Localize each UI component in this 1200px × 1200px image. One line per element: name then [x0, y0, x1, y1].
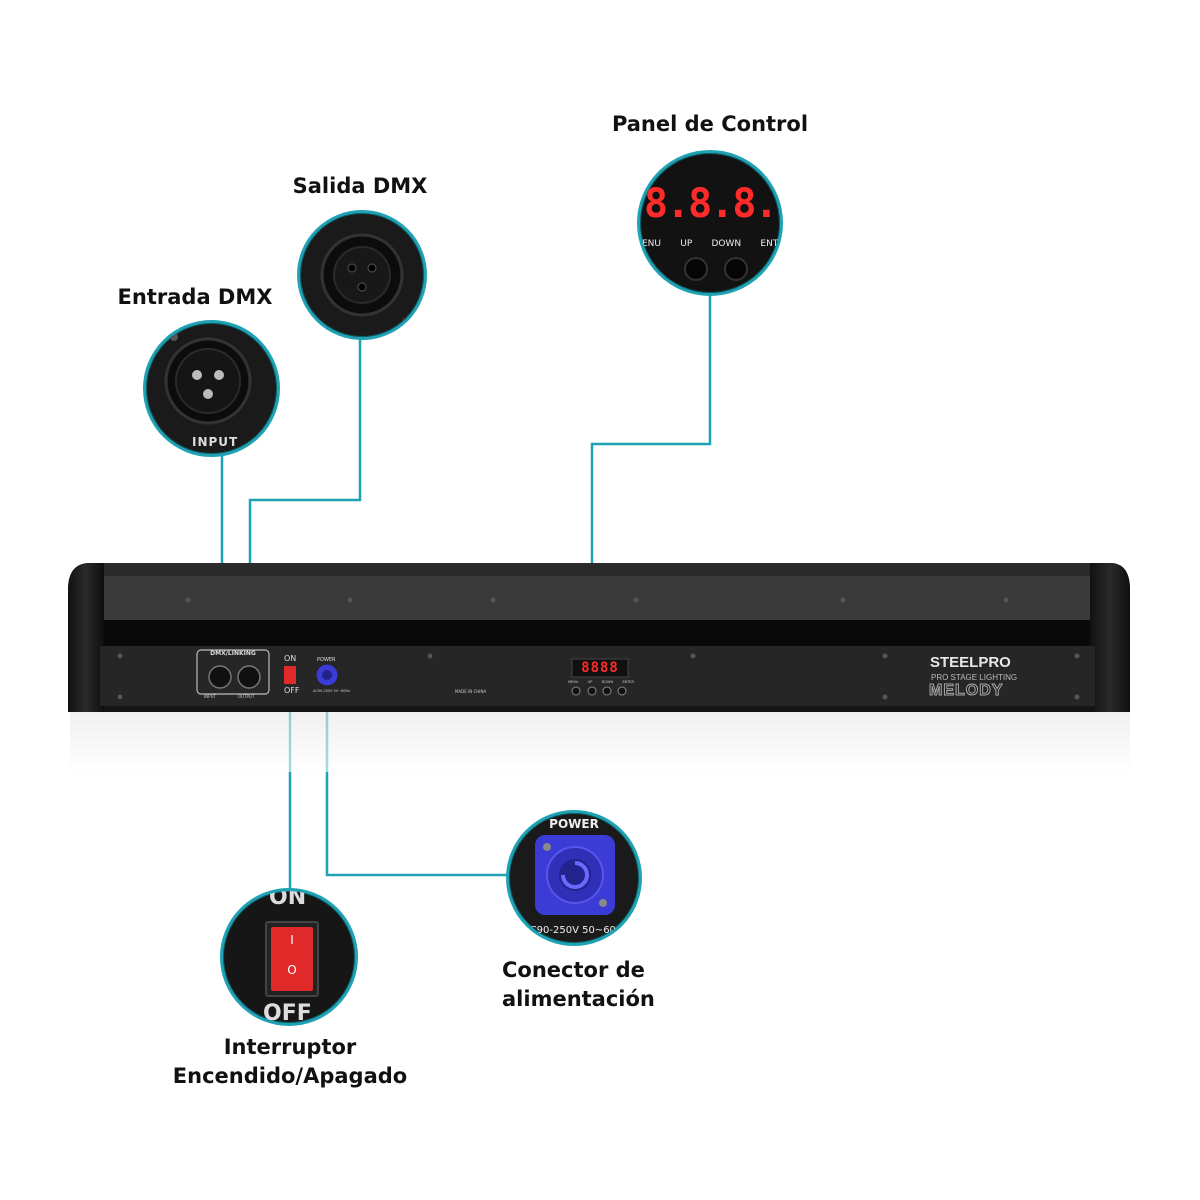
brand-tagline: PRO STAGE LIGHTING	[931, 673, 1018, 682]
device-switch-on: ON	[284, 654, 297, 663]
device-button-down: DOWN	[601, 680, 614, 684]
made-in-text: MADE IN CHINA	[455, 689, 487, 694]
model-name: MELODY	[928, 682, 1004, 700]
entrada-zoom: INPUT	[143, 320, 280, 457]
device-output-text: OUTPUT	[238, 694, 255, 699]
panel-label: Panel de Control	[611, 112, 809, 136]
panel-zoom: 8.8.8.8. ENU UP DOWN ENTE	[637, 150, 783, 296]
device-power-text: POWER	[317, 657, 336, 663]
switch-on-mark: I	[290, 933, 294, 947]
powercon-icon	[535, 835, 615, 915]
brand-logo: STEELPRO	[930, 654, 1011, 671]
switch-zoom-on: ON	[269, 888, 307, 910]
panel-zoom-up: UP	[680, 239, 693, 249]
switch-zoom-off: OFF	[263, 1001, 312, 1026]
device-button-up: UP	[587, 680, 593, 684]
xlr-male-icon	[164, 333, 252, 425]
panel-zoom-menu: ENU	[642, 239, 662, 249]
switch-off-mark: O	[287, 963, 297, 977]
salida-zoom	[297, 210, 427, 340]
entrada-zoom-caption: INPUT	[192, 435, 239, 449]
panel-zoom-enter: ENTE	[760, 239, 783, 249]
bar-reflection	[70, 712, 1130, 772]
power-label-line2: alimentación	[502, 987, 655, 1011]
device-button-enter: ENTER	[622, 680, 634, 684]
power-label-line1: Conector de	[502, 958, 645, 982]
xlr-female-icon	[317, 224, 408, 324]
device-power-rating: AC90-250V 50~60Hz	[313, 689, 350, 693]
panel-zoom-display: 8.8.8.8.	[644, 181, 780, 227]
panel-line	[590, 295, 712, 660]
switch-label-line1: Interruptor	[223, 1035, 357, 1059]
switch-label-line2: Encendido/Apagado	[172, 1064, 408, 1088]
power-zoom: POWER AC90-250V 50~60	[506, 810, 642, 946]
panel-zoom-button-up-icon	[684, 257, 708, 281]
device-input-text: INPUT	[204, 694, 216, 699]
salida-label: Salida DMX	[292, 174, 428, 198]
rocker-switch-icon: I O	[265, 921, 319, 997]
switch-zoom: ON I O OFF	[220, 888, 358, 1026]
device-led-display: 8888	[581, 660, 619, 676]
entrada-label: Entrada DMX	[117, 285, 273, 309]
device-button-labels: MENU UP DOWN ENTER	[568, 680, 634, 684]
device-switch-off: OFF	[284, 686, 300, 695]
panel-zoom-buttons: ENU UP DOWN ENTE	[642, 239, 783, 249]
dmx-linking-text: DMX/LINKING	[210, 650, 256, 657]
power-zoom-title: POWER	[549, 817, 599, 831]
power-zoom-rating: AC90-250V 50~60	[523, 925, 616, 936]
device-button-menu: MENU	[568, 680, 579, 684]
panel-zoom-button-down-icon	[724, 257, 748, 281]
panel-zoom-down: DOWN	[711, 239, 742, 249]
